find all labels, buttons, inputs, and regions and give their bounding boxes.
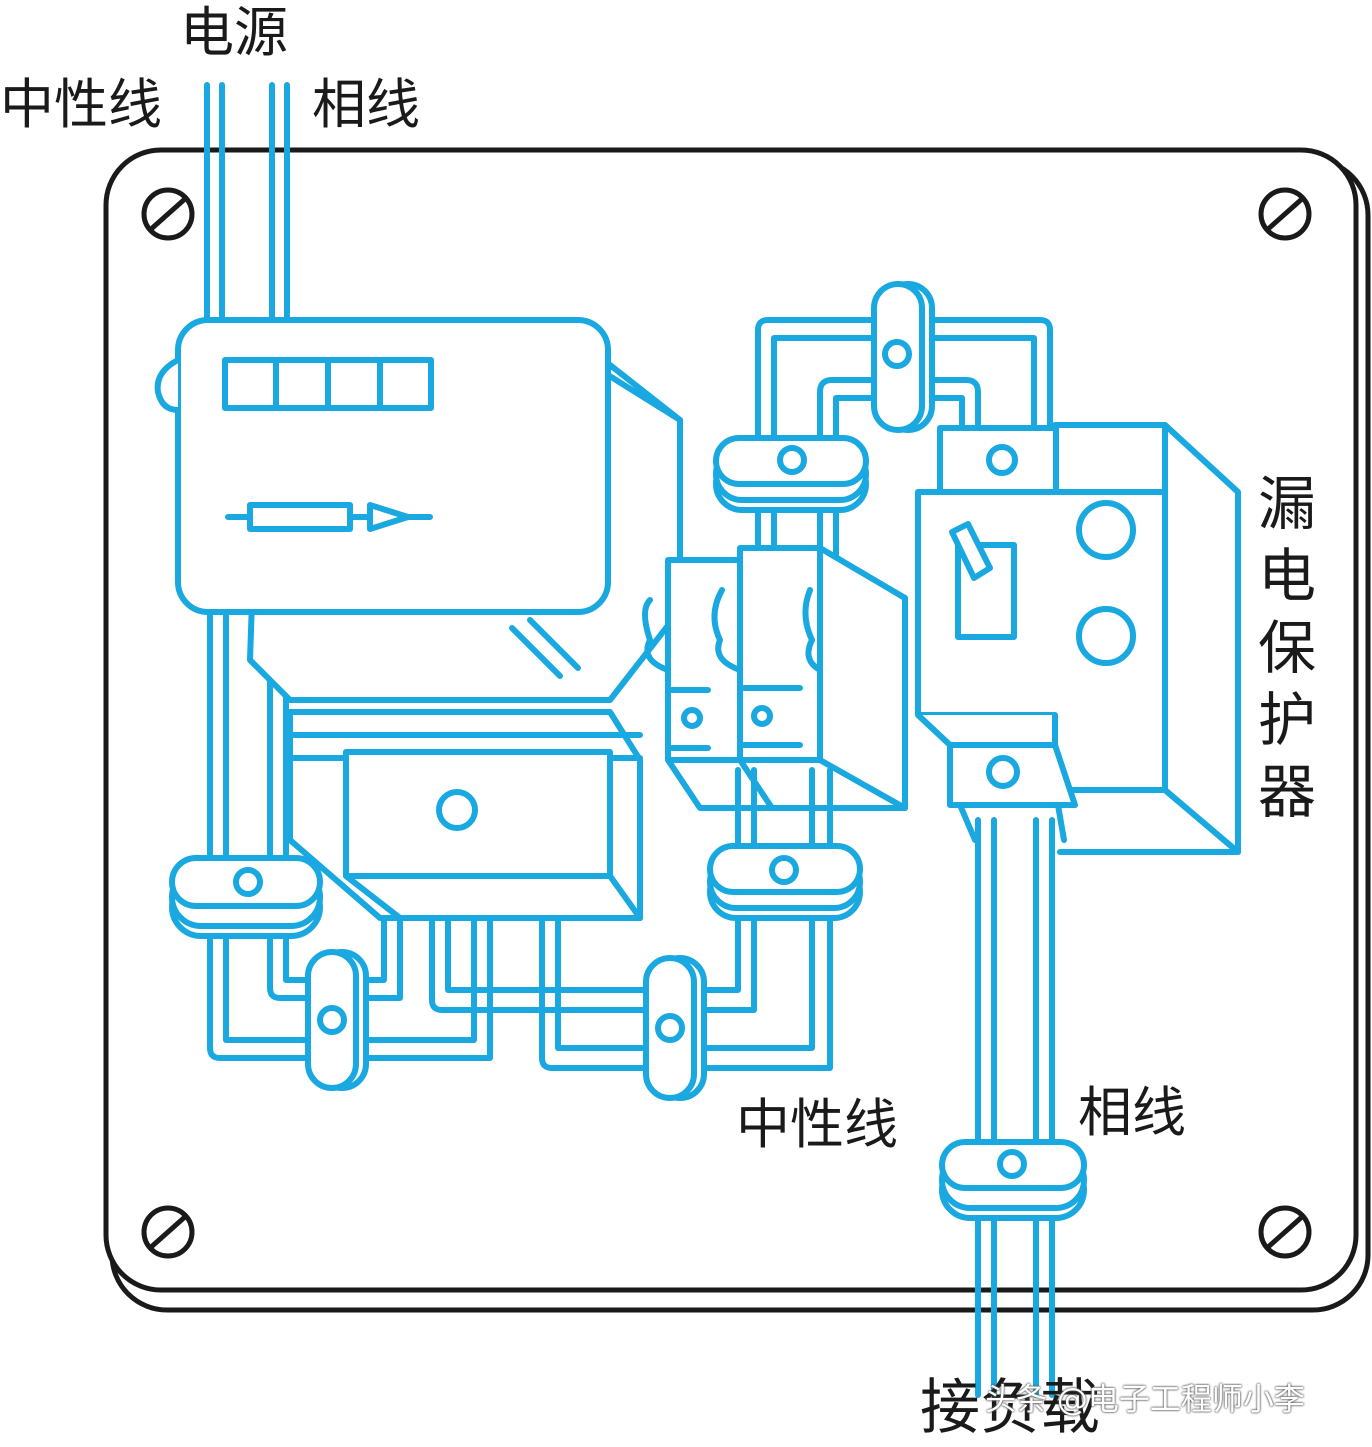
wire-clip-breaker-bottom	[707, 843, 863, 921]
wire-clip-breaker-top	[713, 435, 869, 513]
screw-top-left	[141, 187, 195, 241]
screw-top-right	[1258, 187, 1312, 241]
label-load: 接负载	[920, 1373, 1100, 1443]
rcd-device	[915, 422, 1241, 855]
watermark: 头条 @电子工程师小李	[985, 1382, 1305, 1418]
screw-bottom-left	[141, 1205, 195, 1259]
label-rcd: 漏电保护器	[1257, 470, 1316, 826]
screw-bottom-right	[1258, 1205, 1312, 1259]
wire-clip-bottom-mid	[643, 955, 707, 1101]
wire-clip-bottom-left	[305, 949, 369, 1091]
wire-clip-left	[169, 855, 323, 939]
label-neutral-bottom: 中性线	[736, 1093, 898, 1156]
meter-terminal-box	[287, 709, 643, 921]
wire-clip-load	[939, 1139, 1087, 1221]
incoming-wires	[204, 82, 290, 325]
circuit-breakers	[642, 545, 908, 811]
label-phase-top: 相线	[312, 73, 420, 136]
label-neutral-top: 中性线	[0, 73, 162, 136]
wire-clip-top	[871, 281, 935, 433]
label-power: 电源	[180, 1, 288, 64]
label-phase-bottom: 相线	[1078, 1081, 1186, 1144]
load-wires	[975, 817, 1055, 1398]
energy-meter	[154, 317, 683, 703]
